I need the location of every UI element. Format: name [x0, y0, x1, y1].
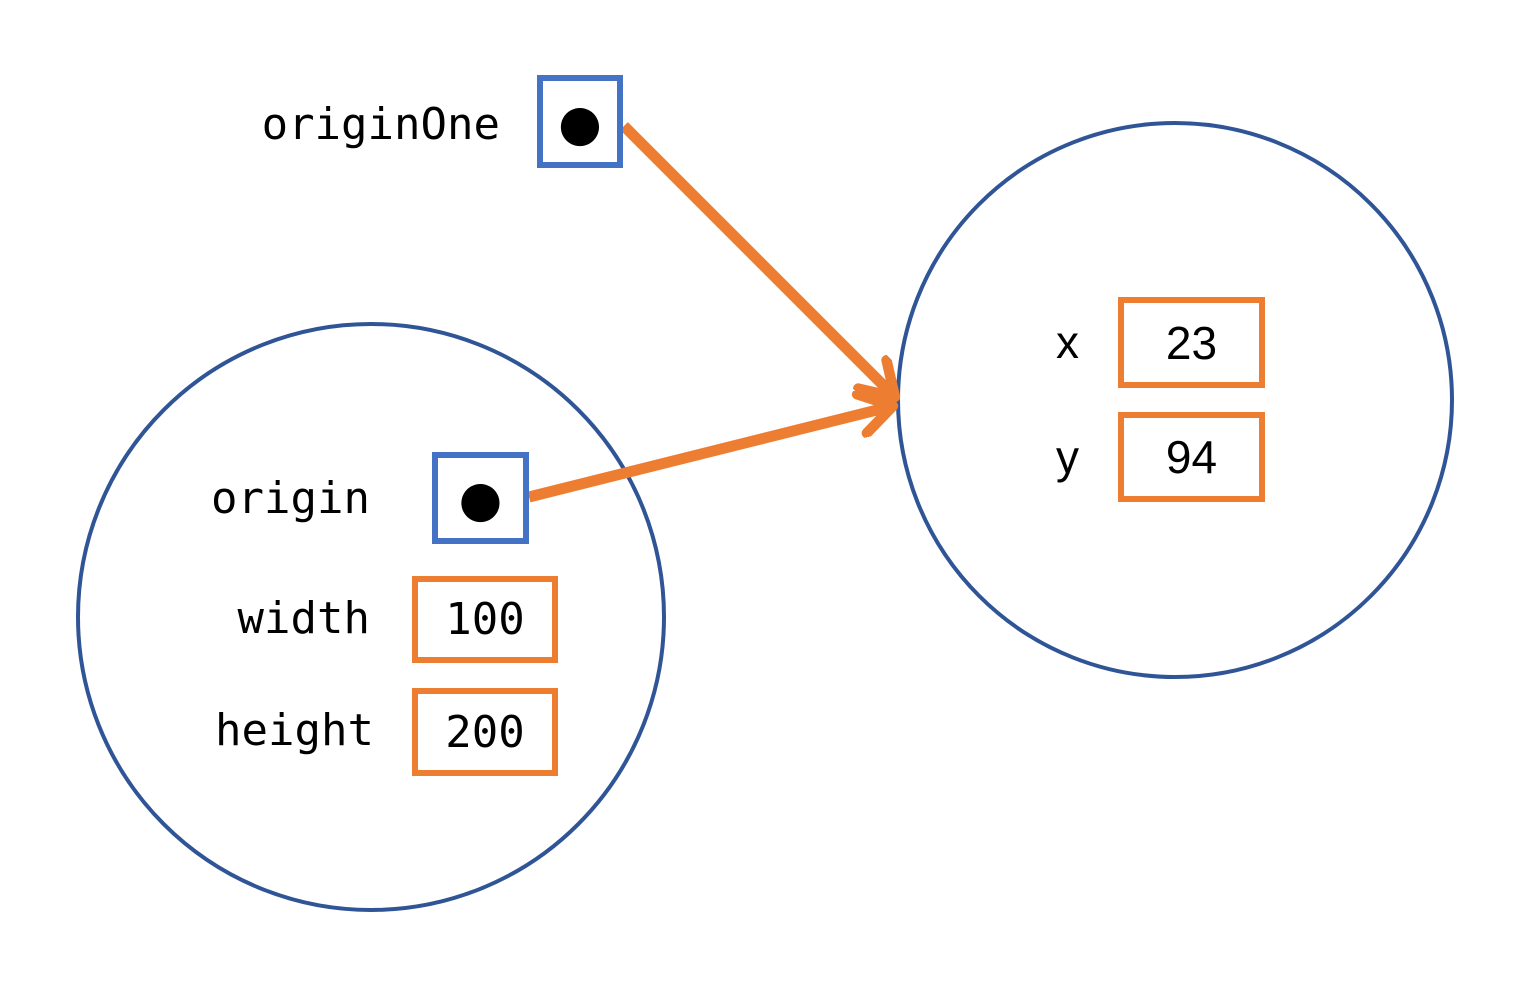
field-label-y: y: [1056, 431, 1079, 483]
height-value: 200: [445, 706, 525, 758]
field-label-origin: origin: [211, 473, 370, 524]
x-value-box: 23: [1118, 297, 1265, 388]
reference-dot-icon: ●: [558, 93, 602, 152]
field-label-height: height: [215, 705, 374, 756]
rectangle-object-circle: [76, 322, 666, 912]
originone-reference-box: ●: [537, 75, 623, 168]
y-value-box: 94: [1118, 412, 1265, 502]
width-value-box: 100: [412, 576, 558, 663]
reference-dot-icon: ●: [458, 470, 503, 528]
x-value: 23: [1165, 316, 1218, 369]
origin-reference-box: ●: [432, 452, 529, 544]
field-label-x: x: [1056, 316, 1079, 368]
origin-reference-arrow: [527, 406, 893, 503]
variable-label-originone: originOne: [261, 99, 500, 150]
field-label-width: width: [237, 593, 370, 644]
originone-reference-arrow: [620, 122, 895, 397]
height-value-box: 200: [412, 688, 558, 776]
point-object-circle: [896, 121, 1454, 679]
y-value: 94: [1165, 431, 1218, 483]
width-value: 100: [445, 594, 525, 645]
